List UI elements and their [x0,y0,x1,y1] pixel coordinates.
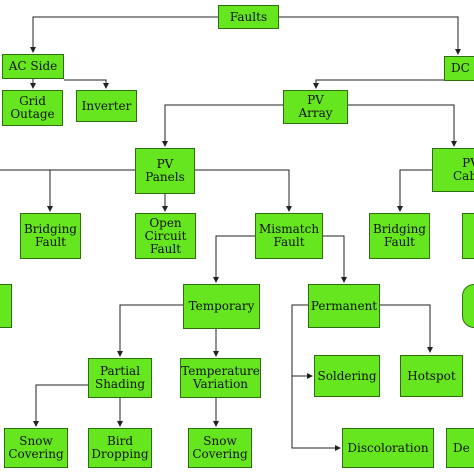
node-grid-outage: Grid Outage [2,90,63,126]
node-partial-left [0,284,12,328]
node-snow-covering-2: Snow Covering [188,428,252,468]
node-pv-panels: PV Panels [135,148,195,194]
node-hotspot-label: Hotspot [407,368,456,383]
node-delamination-label: De [453,440,470,455]
node-snow-covering-1-label: Snow Covering [8,434,64,461]
node-temporary-label: Temporary [188,299,255,313]
edge-shading-snow [33,384,88,427]
node-bridging-fault-1: Bridging Fault [20,213,81,259]
node-open-circuit-fault: Open Circuit Fault [135,213,196,259]
edge-panels-bridging [47,169,135,212]
node-inverter-label: Inverter [81,98,132,113]
node-snow-covering-2-label: Snow Covering [192,434,248,461]
node-discoloration-label: Discoloration [347,440,429,455]
node-temporary: Temporary [183,284,260,329]
node-bird-dropping-label: Bird Dropping [91,434,149,461]
node-soldering-label: Soldering [317,368,377,383]
node-snow-covering-1: Snow Covering [4,428,68,468]
node-partial-right-2 [462,284,474,328]
node-bridging-fault-2: Bridging Fault [369,213,430,259]
node-soldering: Soldering [314,355,380,397]
node-temperature-variation-label: Temperature Variation [181,364,260,391]
node-grid-outage-label: Grid Outage [10,94,55,121]
edge-faults-dc [279,16,461,55]
node-mismatch-fault: Mismatch Fault [255,213,323,259]
node-bird-dropping: Bird Dropping [88,428,152,468]
node-open-circuit-fault-label: Open Circuit Fault [144,215,187,256]
node-pv-cable: PV Cable [432,148,474,192]
node-hotspot: Hotspot [400,355,463,397]
edge-pvarray-panels [162,104,283,147]
edge-ac-inverter [64,79,109,89]
node-permanent-label: Permanent [310,298,378,313]
node-bridging-fault-1-label: Bridging Fault [23,222,77,249]
node-pv-array: PV Array [283,90,348,124]
node-partial-shading: Partial Shading [88,358,152,398]
node-pv-array-label: PV Array [298,93,333,120]
edge-cable-bridging [397,169,432,212]
edge-mismatch-perm [323,235,347,283]
node-ac-side-label: AC Side [8,59,58,73]
node-bridging-fault-2-label: Bridging Fault [372,222,426,249]
edge-panels-mismatch [195,169,292,212]
node-temperature-variation: Temperature Variation [180,358,261,398]
node-partial-right-1 [462,213,474,259]
node-delamination: De [446,428,474,468]
node-dc: DC [444,56,474,81]
edge-pvarray-cable [348,104,457,147]
node-discoloration: Discoloration [342,428,434,468]
node-partial-shading-label: Partial Shading [94,364,146,391]
node-inverter: Inverter [76,90,137,122]
node-faults: Faults [218,5,279,29]
edge-temp-shading [117,304,183,357]
node-dc-label: DC [451,61,470,75]
node-mismatch-fault-label: Mismatch Fault [258,222,320,249]
node-pv-panels-label: PV Panels [145,157,185,184]
edge-perm-hotspot [380,304,433,353]
edge-mismatch-temp [213,235,255,283]
edge-faults-ac [30,16,218,53]
node-permanent: Permanent [308,284,380,328]
node-faults-label: Faults [229,9,268,24]
node-pv-cable-label: PV Cable [453,156,474,183]
edge-dc-pvarray [313,79,444,89]
node-ac-side: AC Side [2,54,64,79]
